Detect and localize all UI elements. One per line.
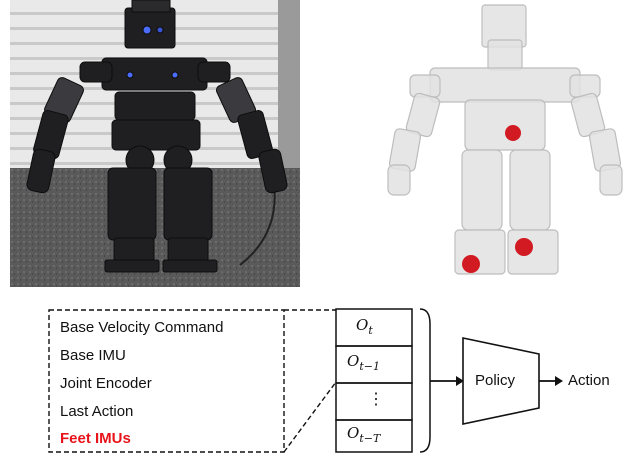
robot-body: [26, 0, 288, 273]
action-label: Action: [568, 372, 610, 389]
zoom-line-bottom: [283, 381, 337, 453]
robot-photo: [10, 0, 300, 287]
obs-joint-encoder: Joint Encoder: [60, 375, 152, 392]
obs-base-velocity-command: Base Velocity Command: [60, 319, 224, 336]
history-o-t-minus-1: Ot−1: [347, 352, 380, 373]
history-o-t: Ot: [356, 316, 373, 337]
history-o-t-minus-T: Ot−T: [347, 424, 381, 445]
obs-last-action: Last Action: [60, 403, 134, 420]
history-bracket: [419, 308, 431, 453]
history-ellipsis: ⋮: [368, 391, 384, 408]
obs-feet-imus: Feet IMUs: [60, 430, 131, 447]
base-imu-marker: [505, 125, 521, 141]
obs-base-imu: Base IMU: [60, 347, 126, 364]
history-stack: [335, 308, 413, 453]
policy-label: Policy: [475, 372, 516, 389]
policy-block: [462, 337, 540, 425]
left-foot-imu-marker: [462, 255, 480, 273]
right-foot-imu-marker: [515, 238, 533, 256]
translucent-robot: [387, 4, 623, 275]
robot-simulation-render: [387, 4, 623, 275]
observation-list-box: [48, 309, 285, 453]
